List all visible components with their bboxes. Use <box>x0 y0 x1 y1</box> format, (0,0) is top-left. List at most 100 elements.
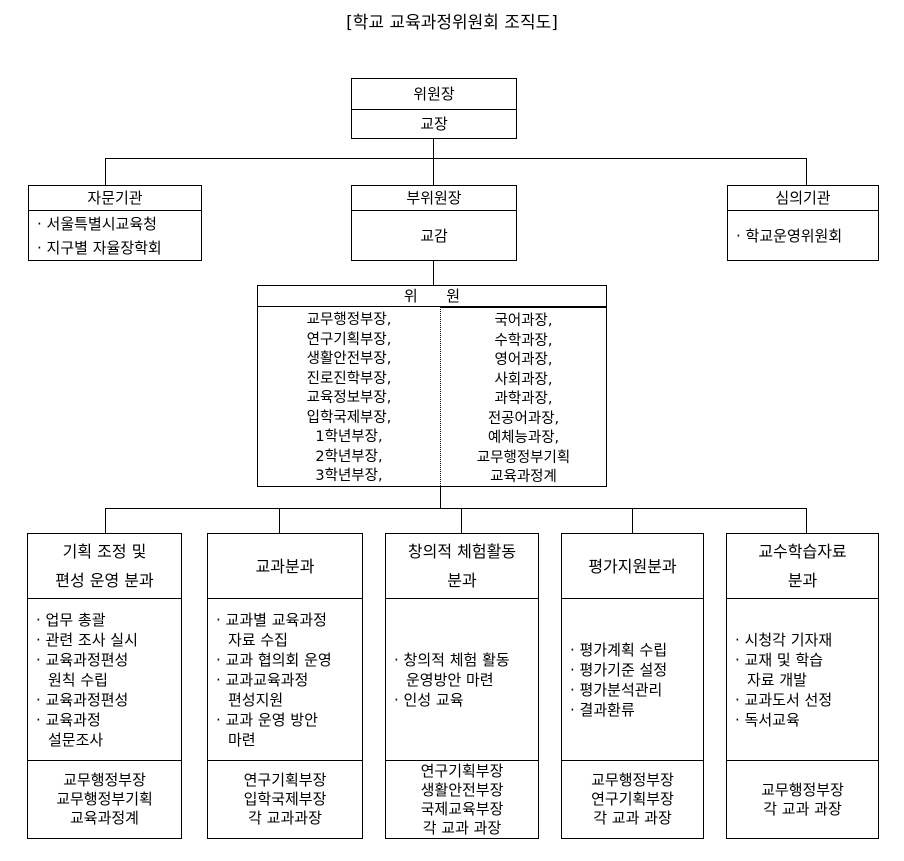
division-title-line: 평가지원분과 <box>588 556 677 576</box>
member-left: 교무행정부장, <box>306 312 392 328</box>
member-right: 전공어과장, <box>487 410 560 427</box>
connector <box>433 138 434 158</box>
chart-title: [학교 교육과정위원회 조직도] <box>346 13 558 33</box>
division-task: · 업무 총괄 <box>36 610 106 629</box>
division-task: · 창의적 체험 활동 <box>394 650 510 669</box>
connector <box>105 508 106 533</box>
division-member: 교무행정부장 <box>591 771 674 789</box>
member-right: 과학과장, <box>494 391 553 407</box>
member-right: 교무행정부기획 <box>476 449 571 466</box>
connector <box>105 508 807 509</box>
division-task: 편성지원 <box>228 690 284 709</box>
connector <box>433 260 434 285</box>
division-task: · 평가기준 설정 <box>570 660 668 679</box>
division-task: 설문조사 <box>48 730 104 749</box>
member-left: 교육정보부장, <box>306 390 392 406</box>
division-task: · 인성 교육 <box>394 690 464 709</box>
division-member: 연구기획부장 <box>420 761 504 780</box>
advisory-title: 자문기관 <box>87 189 143 207</box>
division-task: · 교육과정편성 <box>36 650 129 669</box>
division-title-line: 교수학습자료 <box>758 542 847 561</box>
division-title-line: 교과분과 <box>255 556 315 576</box>
chair-box: 위원장 교장 <box>351 78 517 139</box>
deliberative-title: 심의기관 <box>775 189 831 207</box>
member-left: 1학년부장, <box>315 429 383 445</box>
division-task: · 교재 및 학습 <box>735 650 824 669</box>
connector <box>105 158 106 185</box>
division-title-line: 기획 조정 및 <box>62 542 147 561</box>
division-task: 자료 수집 <box>228 630 288 649</box>
advisory-box: 자문기관 · 서울특별시교육청 · 지구별 자율장학회 <box>28 185 202 261</box>
division-task: · 교육과정편성 <box>36 690 129 709</box>
division-task: · 교과 협의회 운영 <box>216 650 332 669</box>
division-task: · 교과도서 선정 <box>735 690 833 709</box>
member-right: 예체능과장, <box>487 430 560 446</box>
vice-chair-person: 교감 <box>352 210 516 260</box>
division-task: · 관련 조사 실시 <box>36 630 138 649</box>
member-left: 연구기획부장, <box>306 331 392 348</box>
division-member: 각 교과과장 <box>248 809 322 827</box>
division-member: 연구기획부장 <box>243 771 327 789</box>
division-task: · 교과교육과정 <box>216 670 309 689</box>
division-task: 원칙 수립 <box>48 670 108 689</box>
division-task: · 평가계획 수립 <box>570 640 668 659</box>
division-task: · 시청각 기자재 <box>735 630 833 649</box>
division-member: 국제교육부장 <box>420 799 504 818</box>
member-right: 영어과장, <box>494 352 553 368</box>
division-member: 교무행정부장 <box>63 771 146 789</box>
division-task: 자료 개발 <box>747 670 807 689</box>
connector <box>806 158 807 185</box>
division-title: 교과분과 <box>208 534 362 598</box>
division-member: 연구기획부장 <box>591 790 674 808</box>
connector <box>461 508 462 533</box>
member-right: 국어과장, <box>494 313 553 329</box>
connector <box>806 508 807 533</box>
division-title-line: 편성 운영 분과 <box>55 571 154 590</box>
division-task: · 교과 운영 방안 <box>216 710 318 729</box>
member-left: 생활안전부장, <box>306 351 392 367</box>
members-box: 위 원 교무행정부장,연구기획부장,생활안전부장,진로진학부장,교육정보부장,입… <box>257 285 607 488</box>
connector <box>105 158 807 159</box>
chair-person: 교장 <box>352 109 516 138</box>
division-title-line: 분과 <box>447 571 477 590</box>
division-tasks: · 평가계획 수립· 평가기준 설정· 평가분석관리· 결과환류 <box>562 598 703 760</box>
connector <box>440 486 441 508</box>
chair-title: 위원장 <box>413 85 455 103</box>
division-member: 입학국제부장 <box>243 790 327 808</box>
division-member: 교육과정계 <box>69 809 139 827</box>
division-title-line: 창의적 체험활동 <box>407 542 517 561</box>
vice-chair-title: 부위원장 <box>406 189 462 207</box>
member-left: 입학국제부장, <box>306 409 392 426</box>
members-left-column: 교무행정부장,연구기획부장,생활안전부장,진로진학부장,교육정보부장,입학국제부… <box>258 307 441 488</box>
division-task: 운영방안 마련 <box>406 670 494 689</box>
advisory-item: · 지구별 자율장학회 <box>37 238 162 257</box>
division-member: 생활안전부장 <box>420 780 504 799</box>
division-task: · 독서교육 <box>735 710 800 729</box>
members-right-column: 국어과장,수학과장,영어과장,사회과장,과학과장,전공어과장,예체능과장,교무행… <box>441 307 606 488</box>
division-task: 마련 <box>228 730 256 749</box>
division-task: · 결과환류 <box>570 700 635 719</box>
division-title-line: 분과 <box>787 571 818 590</box>
deliberative-item: · 학교운영위원회 <box>736 226 843 245</box>
connector <box>632 508 633 533</box>
member-right: 사회과장, <box>494 371 553 388</box>
member-right: 교육과정계 <box>490 469 557 485</box>
deliberative-box: 심의기관 · 학교운영위원회 <box>727 185 879 261</box>
division-member: 교무행정부장 <box>761 780 844 799</box>
division-task: · 교과별 교육과정 <box>216 610 327 629</box>
division-member: 교무행정부기획 <box>56 790 153 808</box>
